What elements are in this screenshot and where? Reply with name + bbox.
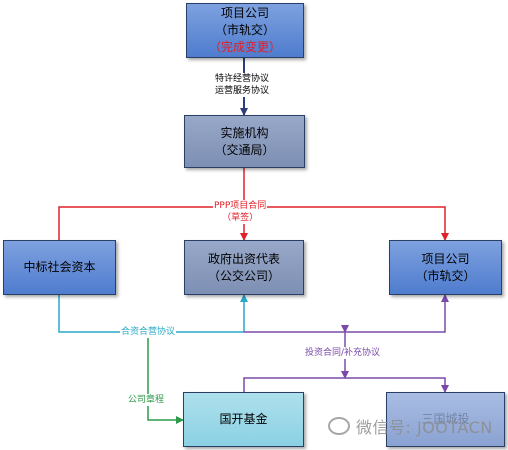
node-fund-line1: 国开基金 [219, 412, 268, 426]
label-top-impl: 特许经营协议 运营服务协议 [214, 73, 271, 97]
edge-purple-right [244, 294, 449, 333]
node-project-top: 项目公司 （市轨交） （完成变更） [186, 3, 304, 58]
label-jv-line1: 合资合营协议 [121, 327, 176, 337]
label-charter-line1: 公司章程 [128, 395, 165, 405]
node-project-top-line1: 项目公司 [220, 6, 269, 20]
node-project-right: 项目公司 （市轨交） [389, 240, 502, 295]
edge-invest-bus [240, 377, 449, 399]
watermark: 微信号: JOOTACN [328, 414, 493, 438]
node-project-top-line2: （市轨交） [214, 23, 275, 37]
node-gov-line2: （公交公司） [207, 268, 280, 283]
label-invest-line1: 投资合同/补充协议 [305, 348, 381, 358]
label-charter: 公司章程 [127, 394, 166, 406]
watermark-text: 微信号: JOOTACN [356, 418, 493, 437]
node-project-right-line2: （市轨交） [415, 268, 476, 283]
node-implementing-agency: 实施机构 （交通局） [184, 115, 305, 168]
node-fund: 国开基金 [183, 392, 304, 447]
node-project-right-line1: 项目公司 [421, 251, 470, 266]
node-impl-line2: （交通局） [214, 142, 275, 157]
label-ppp-line2: （草签） [222, 213, 259, 223]
node-social-line1: 中标社会资本 [23, 260, 96, 274]
label-ppp-line1: PPP项目合同 [214, 201, 267, 211]
label-ppp-contract: PPP项目合同 （草签） [213, 200, 268, 224]
node-impl-line1: 实施机构 [220, 125, 269, 140]
node-gov-line1: 政府出资代表 [207, 251, 280, 266]
node-project-top-status: （完成变更） [208, 40, 281, 54]
wechat-icon [328, 417, 350, 435]
label-investment: 投资合同/补充协议 [304, 347, 382, 359]
node-partial-line1: 三国城投 [421, 412, 470, 426]
label-joint-venture: 合资合营协议 [120, 326, 177, 338]
node-social-capital: 中标社会资本 [3, 240, 116, 295]
node-gov-representative: 政府出资代表 （公交公司） [184, 240, 304, 295]
label-top-impl-line2: 运营服务协议 [215, 86, 270, 96]
edge-charter [147, 332, 184, 424]
node-partial-right: 三国城投 [386, 392, 505, 447]
label-top-impl-line1: 特许经营协议 [215, 74, 270, 84]
